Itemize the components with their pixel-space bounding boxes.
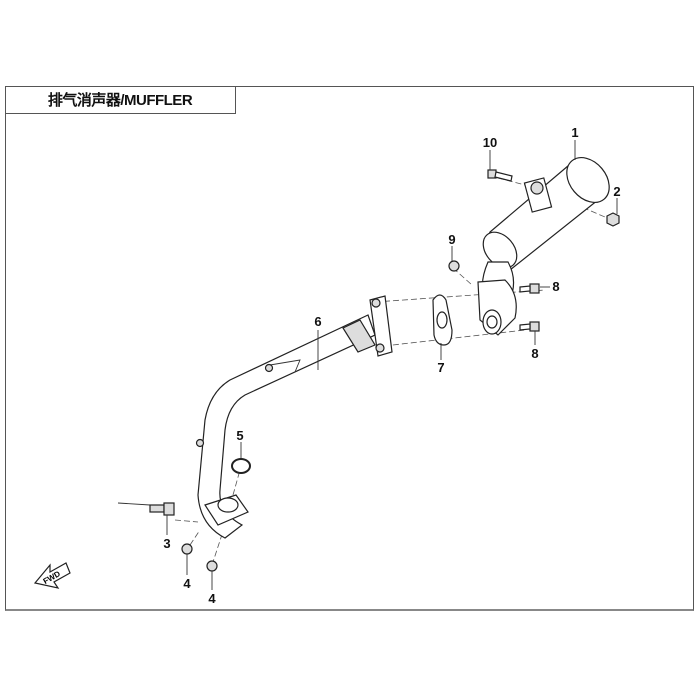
callout-8: 8 bbox=[552, 279, 559, 294]
oxygen-sensor-3 bbox=[117, 502, 175, 516]
callout-4: 4 bbox=[183, 576, 191, 591]
nut-9 bbox=[448, 260, 460, 272]
nut-4 bbox=[206, 560, 218, 572]
nut-4 bbox=[181, 543, 193, 555]
alignment-line bbox=[174, 519, 199, 523]
callout-6: 6 bbox=[314, 314, 321, 329]
callout-5: 5 bbox=[236, 428, 243, 443]
forward-direction-arrow: FWD bbox=[33, 562, 71, 589]
alignment-line bbox=[189, 529, 201, 546]
alignment-line bbox=[374, 289, 546, 303]
leader-lines bbox=[166, 140, 618, 590]
callout-7: 7 bbox=[437, 360, 444, 375]
gasket-5 bbox=[231, 458, 251, 474]
diagram-frame bbox=[5, 86, 694, 611]
nut-2 bbox=[606, 212, 620, 227]
callout-8: 8 bbox=[531, 346, 538, 361]
exhaust-pipe bbox=[195, 295, 393, 539]
callout-3: 3 bbox=[163, 536, 170, 551]
muffler bbox=[477, 157, 610, 336]
bolt-8-upper bbox=[519, 283, 540, 294]
callout-10: 10 bbox=[483, 135, 497, 150]
alignment-line bbox=[232, 469, 241, 496]
callout-9: 9 bbox=[448, 232, 455, 247]
bolt-8-lower bbox=[519, 321, 540, 332]
bolt-10 bbox=[487, 169, 513, 182]
gasket-7 bbox=[432, 294, 453, 346]
callout-1: 1 bbox=[571, 125, 578, 140]
callout-2: 2 bbox=[613, 184, 620, 199]
callout-4: 4 bbox=[208, 591, 216, 606]
diagram-title: 排气消声器/MUFFLER bbox=[5, 86, 236, 114]
